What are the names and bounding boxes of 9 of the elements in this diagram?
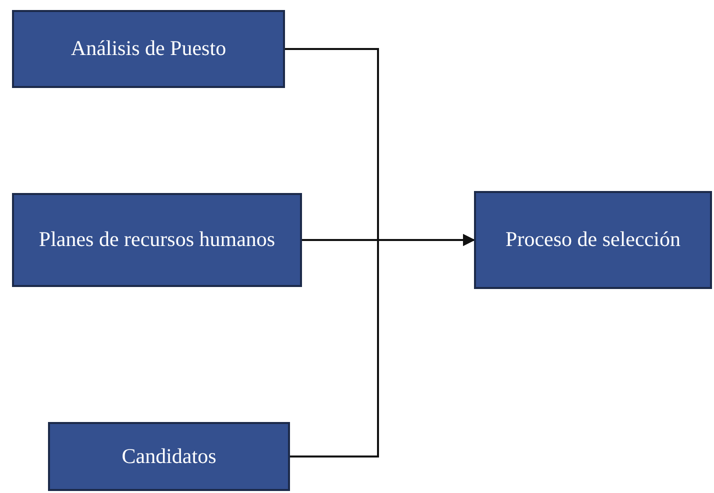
box-label: Proceso de selección: [506, 226, 680, 254]
process-box: [474, 191, 712, 289]
box-label: Planes de recursos humanos: [38, 226, 276, 254]
process-box: [12, 10, 285, 88]
connector-arrow: [290, 234, 475, 458]
process-box: [48, 422, 290, 491]
box-label: Candidatos: [122, 442, 216, 470]
process-box: [12, 193, 302, 287]
box-label: Análisis de Puesto: [70, 35, 226, 62]
